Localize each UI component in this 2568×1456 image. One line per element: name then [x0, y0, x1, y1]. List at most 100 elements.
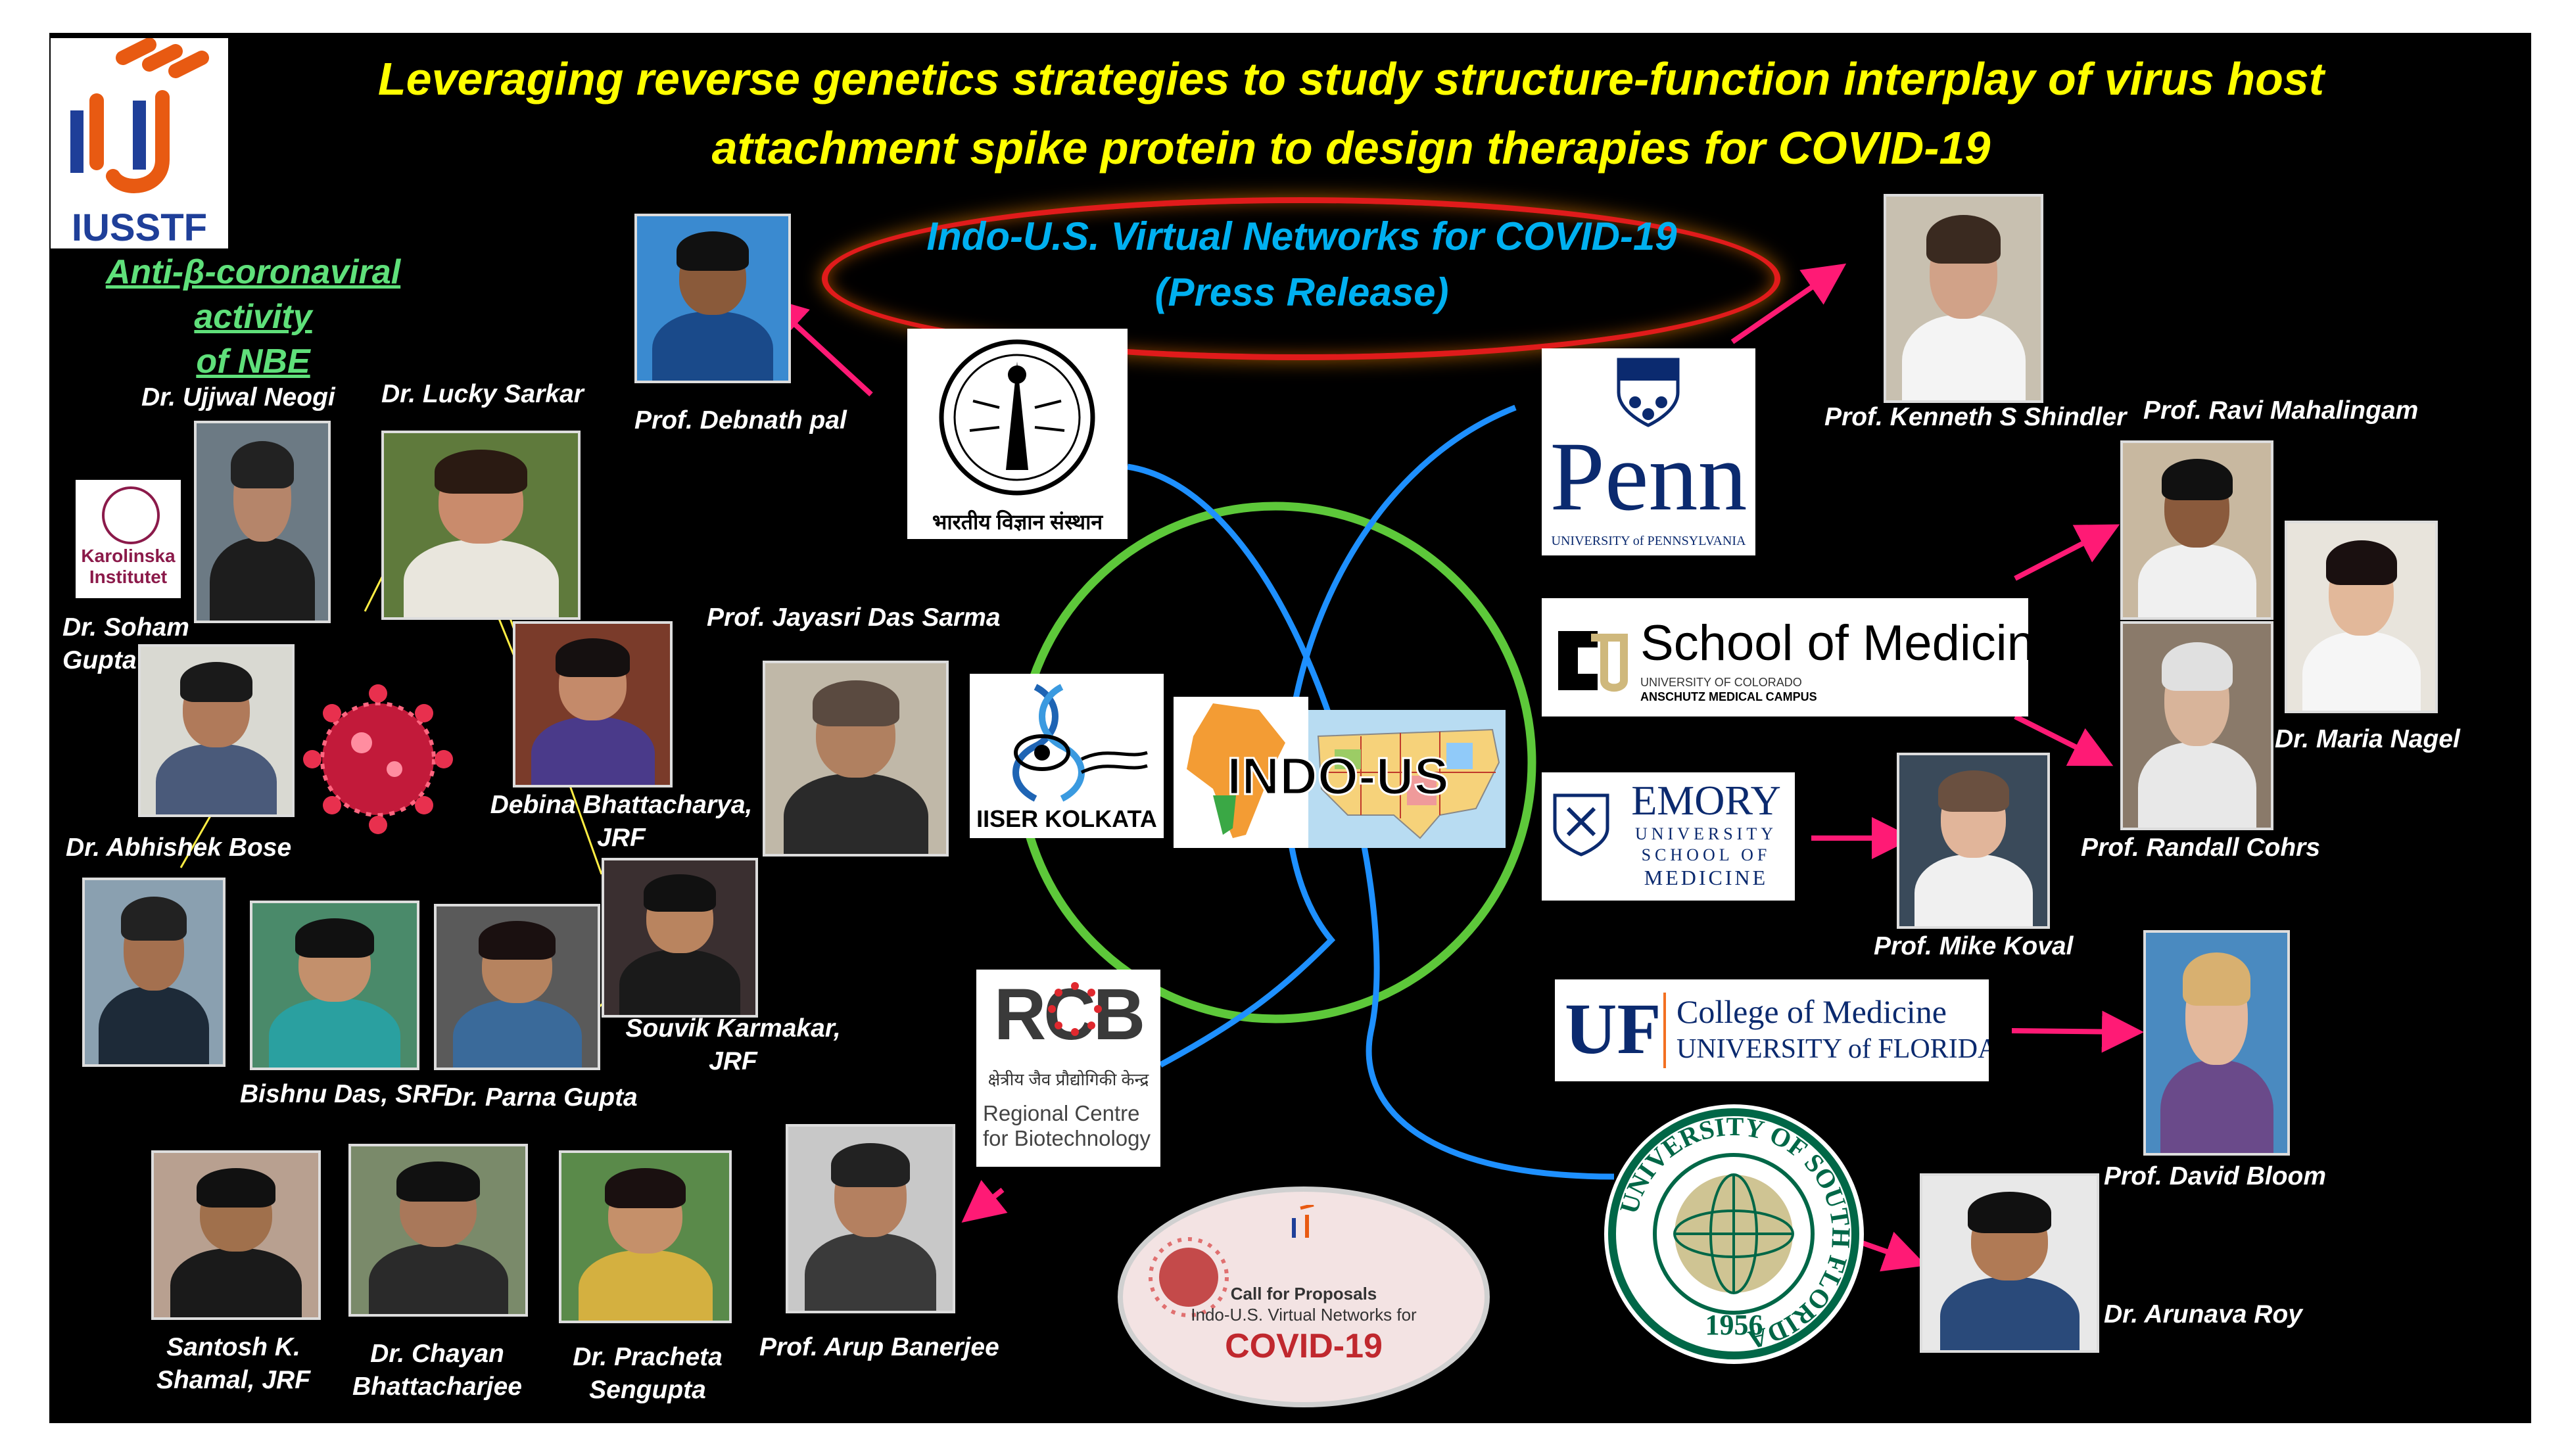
call-for-proposals-badge: Call for Proposals Indo-U.S. Virtual Net…	[1118, 1186, 1490, 1407]
emory-line-4: MEDICINE	[1644, 866, 1769, 889]
label-soham-gupta-1: Dr. Soham	[62, 613, 189, 642]
label-pracheta-sengupta-1: Dr. Pracheta	[573, 1343, 723, 1371]
iisc-emblem-icon	[939, 339, 1095, 496]
photo-souvik-karmakar	[602, 858, 758, 1018]
karolinska-line-1: Karolinska	[81, 546, 176, 566]
cu-sub-1: UNIVERSITY OF COLORADO	[1640, 676, 1802, 689]
photo-david-bloom	[2143, 930, 2290, 1156]
usf-seal: UNIVERSITY OF SOUTH FLORIDA 1956	[1604, 1104, 1864, 1364]
uf-line-1: College of Medicine	[1676, 993, 1947, 1030]
label-abhishek-bose: Dr. Abhishek Bose	[66, 834, 292, 862]
uf-mark: UF	[1565, 989, 1661, 1069]
photo-santosh-shamal	[151, 1150, 321, 1320]
photo-ravi-mahalingam	[2120, 440, 2273, 620]
photo-mike-koval	[1897, 753, 2050, 929]
iusstf-small-icon	[1292, 1205, 1314, 1238]
label-souvik-karmakar-1: Souvik Karmakar,	[625, 1014, 841, 1043]
label-david-bloom: Prof. David Bloom	[2104, 1162, 2327, 1190]
rcb-name: Regional Centre for Biotechnology	[983, 1101, 1151, 1151]
press-release-subtitle: (Press Release)	[1154, 270, 1449, 314]
uf-divider	[1663, 993, 1666, 1068]
uf-line-2: UNIVERSITY of FLORIDA	[1676, 1034, 1989, 1064]
emory-line-1: EMORY	[1631, 777, 1781, 824]
label-soham-gupta-2: Gupta	[62, 646, 137, 674]
emory-line-3: SCHOOL OF	[1641, 845, 1771, 864]
label-ujjwal-neogi: Dr. Ujjwal Neogi	[141, 383, 335, 411]
blue-arc-right	[1158, 404, 1517, 1068]
call-line-2: Indo-U.S. Virtual Networks for	[1191, 1305, 1417, 1325]
usa-map-icon	[1308, 710, 1506, 848]
uf-college-of-medicine-logo: UF College of Medicine UNIVERSITY of FLO…	[1555, 979, 1989, 1081]
iisc-logo: भारतीय विज्ञान संस्थान	[907, 329, 1128, 539]
nbe-heading-line-2: of NBE	[196, 342, 310, 381]
rcb-mark: RCB	[993, 974, 1145, 1055]
cu-school-of-medicine-logo: School of Medicine UNIVERSITY OF COLORAD…	[1542, 598, 2028, 716]
label-ravi-mahalingam: Prof. Ravi Mahalingam	[2143, 396, 2419, 425]
nbe-heading-line-1: Anti-β-coronaviral activity	[105, 253, 401, 336]
iusstf-logo: IUSSTF	[51, 37, 228, 249]
penn-sub: UNIVERSITY of PENNSYLVANIA	[1551, 534, 1746, 548]
usf-seal-icon: UNIVERSITY OF SOUTH FLORIDA	[1608, 1108, 1859, 1359]
logo-text: IUSSTF	[71, 206, 208, 249]
penn-logo: Penn UNIVERSITY of PENNSYLVANIA	[1542, 348, 1755, 555]
label-kenneth-shindler: Prof. Kenneth S Shindler	[1824, 403, 2127, 431]
iiser-label: IISER KOLKATA	[976, 805, 1157, 832]
iusstf-mark-icon	[70, 37, 209, 193]
photo-chayan-bhattacharjee	[348, 1144, 528, 1317]
nbe-heading: Anti-β-coronaviral activity of NBE	[89, 250, 417, 384]
photo-bishnu-das-outdoor	[82, 878, 226, 1067]
label-chayan-bhattacharjee-1: Dr. Chayan	[370, 1340, 504, 1368]
rcb-name-line-2: for Biotechnology	[983, 1126, 1151, 1150]
photo-ujjwal-neogi	[194, 421, 331, 623]
iisc-label: भारतीय विज्ञान संस्थान	[932, 510, 1103, 534]
label-randall-cohrs: Prof. Randall Cohrs	[2081, 834, 2321, 862]
label-jayasri-das-sarma: Prof. Jayasri Das Sarma	[707, 603, 1001, 632]
cu-mark-icon	[1558, 631, 1628, 692]
infographic-canvas: IUSSTF Leveraging reverse genetics strat…	[49, 33, 2531, 1423]
indo-us-label: INDO-US	[1226, 746, 1450, 807]
cu-sub-2: ANSCHUTZ MEDICAL CAMPUS	[1640, 690, 1817, 703]
emory-line-2: UNIVERSITY	[1635, 824, 1777, 843]
press-release-title: Indo-U.S. Virtual Networks for COVID-19	[926, 214, 1677, 258]
photo-maria-nagel	[2285, 521, 2438, 713]
label-lucky-sarkar: Dr. Lucky Sarkar	[381, 380, 584, 408]
title-line-1: Leveraging reverse genetics strategies t…	[377, 53, 2325, 105]
virus-icon	[1149, 1237, 1229, 1317]
photo-parna-gupta	[434, 904, 600, 1070]
penn-wordmark: Penn	[1550, 422, 1748, 531]
rcb-logo: RCB क्षेत्रीय जैव प्रौद्योगिकी केन्द्र R…	[976, 970, 1160, 1167]
label-pracheta-sengupta-2: Sengupta	[589, 1376, 706, 1404]
photo-jayasri-das-sarma	[763, 661, 949, 857]
label-santosh-shamal-1: Santosh K.	[166, 1333, 300, 1361]
label-debina-bhattacharya-1: Debina Bhattacharya,	[490, 791, 753, 819]
photo-arup-banerjee	[786, 1124, 955, 1313]
press-release-oval	[822, 197, 1780, 360]
usf-year: 1956	[1705, 1309, 1763, 1341]
emory-logo: EMORY UNIVERSITY SCHOOL OF MEDICINE	[1542, 772, 1795, 901]
iiser-emblem-icon	[1012, 684, 1148, 802]
label-souvik-karmakar-2: JRF	[709, 1047, 757, 1075]
cu-title: School of Medicine	[1640, 615, 2028, 671]
call-line-1: Call for Proposals	[1230, 1284, 1377, 1303]
emory-shield-icon	[1553, 793, 1609, 857]
blue-arc-left	[1127, 463, 1615, 1180]
coronavirus-icon	[296, 677, 460, 841]
label-santosh-shamal-2: Shamal, JRF	[156, 1366, 311, 1394]
label-maria-nagel: Dr. Maria Nagel	[2275, 725, 2460, 753]
photo-abhishek-bose	[138, 644, 295, 817]
title-line-2: attachment spike protein to design thera…	[711, 122, 1991, 174]
photo-kenneth-shindler	[1884, 194, 2043, 403]
photo-arunava-roy	[1920, 1173, 2099, 1353]
label-parna-gupta: Dr. Parna Gupta	[444, 1083, 638, 1112]
photo-randall-cohrs	[2120, 621, 2273, 830]
label-arup-banerjee: Prof. Arup Banerjee	[759, 1333, 999, 1361]
call-line-3: COVID-19	[1225, 1327, 1383, 1365]
rcb-dots-icon	[1048, 982, 1102, 1036]
photo-lucky-sarkar	[381, 431, 581, 620]
photo-debnath-pal	[634, 214, 791, 383]
karolinska-line-2: Institutet	[89, 567, 168, 587]
photo-debina-bhattacharya	[513, 621, 673, 787]
karolinska-seal-icon	[102, 486, 160, 544]
label-bishnu-das: Bishnu Das, SRF	[240, 1080, 447, 1108]
photo-bishnu-das	[250, 901, 419, 1070]
